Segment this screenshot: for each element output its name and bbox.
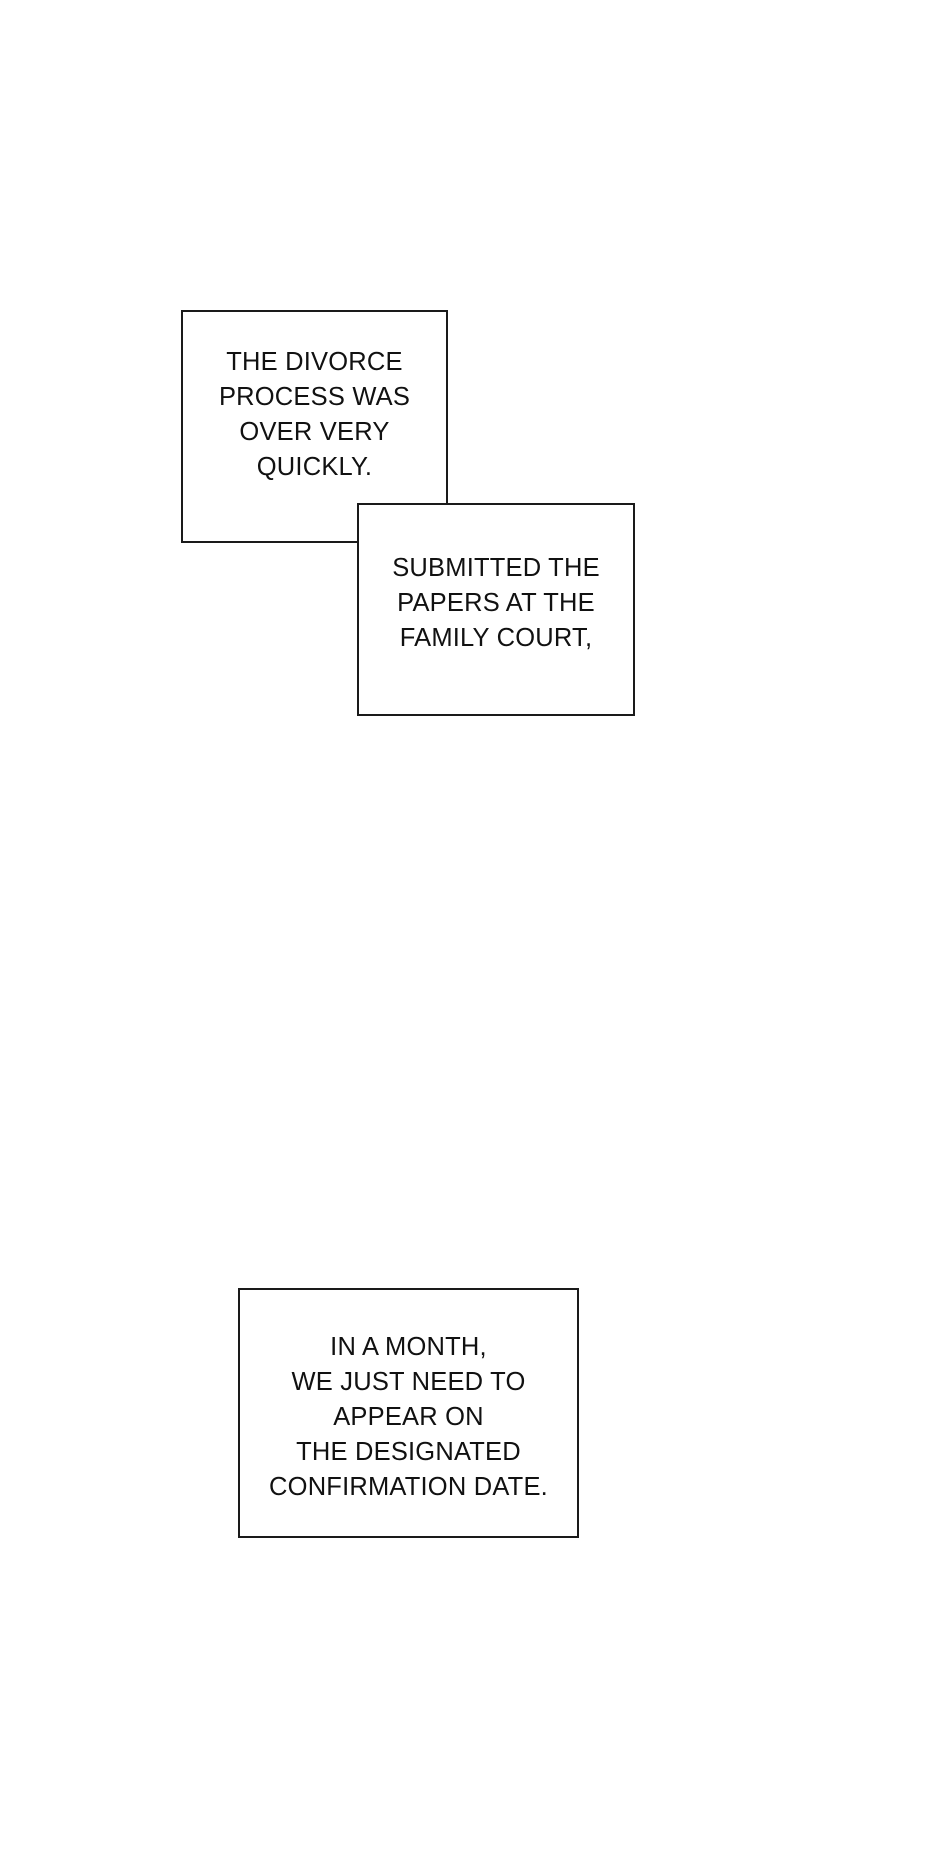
speech-line: WE JUST NEED TO bbox=[291, 1367, 526, 1396]
speech-line: THE DIVORCE bbox=[226, 347, 403, 376]
speech-bubble-2: SUBMITTED THE PAPERS AT THE FAMILY COURT… bbox=[357, 503, 635, 716]
speech-line: FAMILY COURT, bbox=[399, 624, 593, 652]
speech-line: APPEAR ON bbox=[333, 1402, 484, 1431]
speech-bubble-3-text: IN A MONTH, WE JUST NEED TO APPEAR ON TH… bbox=[240, 1330, 577, 1505]
speech-line: QUICKLY. bbox=[256, 452, 373, 481]
speech-bubble-1: THE DIVORCE PROCESS WAS OVER VERY QUICKL… bbox=[181, 310, 448, 543]
speech-line: PROCESS WAS bbox=[218, 382, 411, 411]
speech-line: CONFIRMATION DATE. bbox=[269, 1472, 548, 1501]
speech-bubble-1-text: THE DIVORCE PROCESS WAS OVER VERY QUICKL… bbox=[183, 345, 446, 485]
speech-line: OVER VERY bbox=[239, 417, 390, 446]
speech-line: THE DESIGNATED bbox=[296, 1437, 521, 1466]
speech-bubble-3: IN A MONTH, WE JUST NEED TO APPEAR ON TH… bbox=[238, 1288, 579, 1538]
speech-line: IN A MONTH, bbox=[330, 1332, 487, 1361]
speech-bubble-2-text: SUBMITTED THE PAPERS AT THE FAMILY COURT… bbox=[359, 551, 633, 656]
speech-line: SUBMITTED THE bbox=[392, 554, 600, 582]
speech-line: PAPERS AT THE bbox=[397, 589, 595, 617]
